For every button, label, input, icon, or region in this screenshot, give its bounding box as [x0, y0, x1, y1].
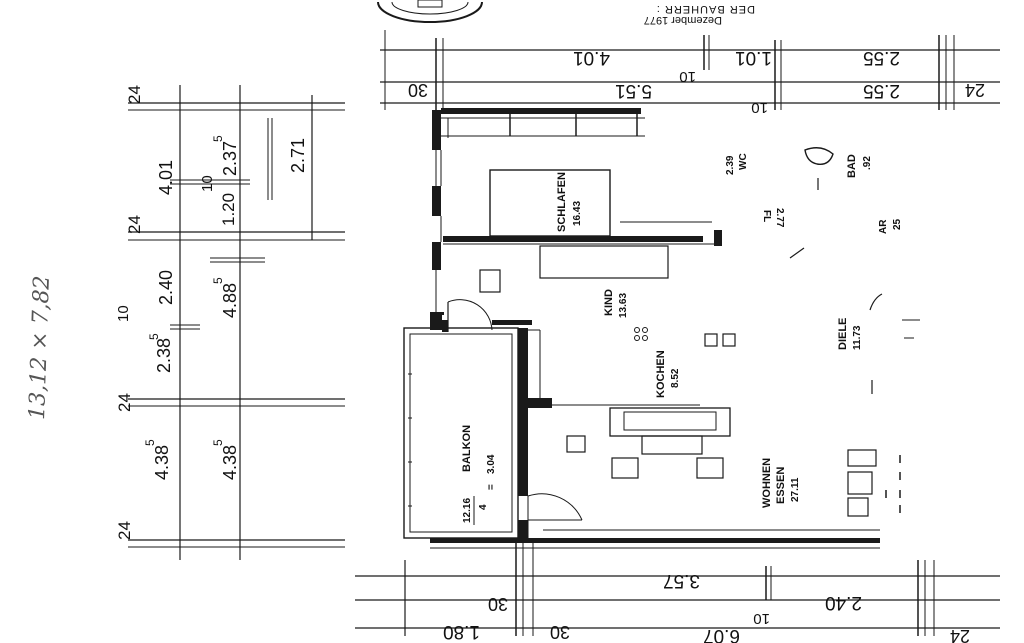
- dimension-label: 1.01: [735, 47, 772, 68]
- dimension-label: 24: [115, 393, 134, 412]
- furniture: [489, 147, 920, 517]
- dimension-label: 30: [488, 594, 508, 614]
- left-dimension-chain: [128, 85, 345, 560]
- dimension-label: 10: [751, 99, 768, 116]
- dimension-label: 13.63: [618, 293, 629, 318]
- dimension-label: FL: [761, 210, 772, 222]
- dimension-label: 24: [125, 85, 144, 104]
- dimension-label: 10: [679, 68, 696, 85]
- bauherr-label: DER BAUHERR :: [656, 3, 755, 15]
- dimension-label: 2.55: [863, 80, 900, 101]
- dimension-label: WOHNEN: [761, 458, 773, 508]
- dimension-label: 25: [892, 218, 903, 230]
- dimension-label: 5: [147, 333, 161, 340]
- dimension-label: DIELE: [837, 318, 849, 350]
- dimension-label: AR: [878, 219, 889, 234]
- dimension-label: 12.16: [462, 498, 473, 523]
- top-dimension-labels: 30 4.01 10 1.01 2.55 5.51 10 2.55 24: [408, 47, 985, 116]
- dimension-label: 27.11: [790, 477, 801, 502]
- dimension-label: 1.20: [219, 193, 238, 226]
- dimension-label: 10: [115, 305, 132, 322]
- dimension-label: 10: [199, 175, 216, 192]
- dimension-label: KOCHEN: [655, 350, 667, 398]
- dimension-label: 4.38: [220, 445, 240, 480]
- bottom-dimension-chain: [355, 540, 1000, 636]
- dimension-label: 2.55: [863, 47, 900, 68]
- dimension-label: 4.88: [220, 283, 240, 318]
- dimension-label: 8.52: [670, 368, 681, 388]
- dimension-label: 3.57: [663, 570, 700, 591]
- dimension-label: 5: [211, 439, 225, 446]
- dimension-label: 16.43: [572, 201, 583, 226]
- dimension-label: 6.07: [703, 625, 740, 643]
- dimension-label: SCHLAFEN: [556, 172, 568, 232]
- dimension-label: 4.01: [573, 47, 610, 68]
- dimension-label: 24: [965, 80, 985, 100]
- room-labels: SCHLAFEN 16.43 2.39 WC BAD .92 AR 25 2.7…: [461, 153, 903, 525]
- dimension-label: 2.40: [156, 270, 176, 305]
- architect-stamp: [377, 0, 483, 23]
- date-label: Dezember 1977: [644, 14, 722, 26]
- dimension-label: 2.40: [825, 592, 862, 613]
- dimension-label: 5: [211, 277, 225, 284]
- dimension-label: BALKON: [461, 425, 473, 472]
- dimension-label: 2.77: [774, 208, 785, 228]
- dimension-label: 4: [478, 504, 489, 510]
- dimension-label: ESSEN: [775, 467, 787, 504]
- dimension-label: 11.73: [852, 325, 863, 350]
- dimension-label: 1.80: [443, 621, 480, 642]
- left-dimension-labels: 24 4.01 10 2.37 5 2.71 24 1.20 2.40 10 2…: [115, 85, 308, 540]
- dimension-label: .92: [862, 156, 873, 170]
- dimension-label: 5: [211, 135, 225, 142]
- pencil-note: 13,12 × 7,82: [25, 275, 55, 420]
- dimension-label: 4.38: [152, 445, 172, 480]
- dimension-label: 2.38: [154, 338, 174, 373]
- dimension-label: 24: [115, 521, 134, 540]
- walls: [403, 108, 880, 549]
- dimension-label: 10: [753, 610, 770, 627]
- dimension-label: =: [486, 484, 497, 490]
- dimension-label: 4.01: [156, 160, 176, 195]
- bottom-dimension-labels: 30 3.57 10 2.40 1.80 30 6.07 24: [443, 570, 970, 643]
- dimension-label: 2.39: [725, 155, 736, 175]
- dimension-label: 24: [950, 626, 970, 643]
- dimension-label: 2.71: [288, 138, 308, 173]
- dimension-label: 3.04: [486, 454, 497, 474]
- dimension-label: 30: [550, 622, 570, 642]
- dimension-label: BAD: [846, 154, 858, 178]
- dimension-label: 5: [143, 439, 157, 446]
- top-dimension-chain: [380, 30, 1000, 110]
- dimension-label: 5.51: [615, 80, 652, 101]
- dimension-label: KIND: [603, 289, 615, 316]
- dimension-label: 24: [125, 215, 144, 234]
- dimension-label: 30: [408, 80, 428, 100]
- dimension-label: 2.37: [220, 141, 240, 176]
- dimension-label: WC: [738, 153, 749, 170]
